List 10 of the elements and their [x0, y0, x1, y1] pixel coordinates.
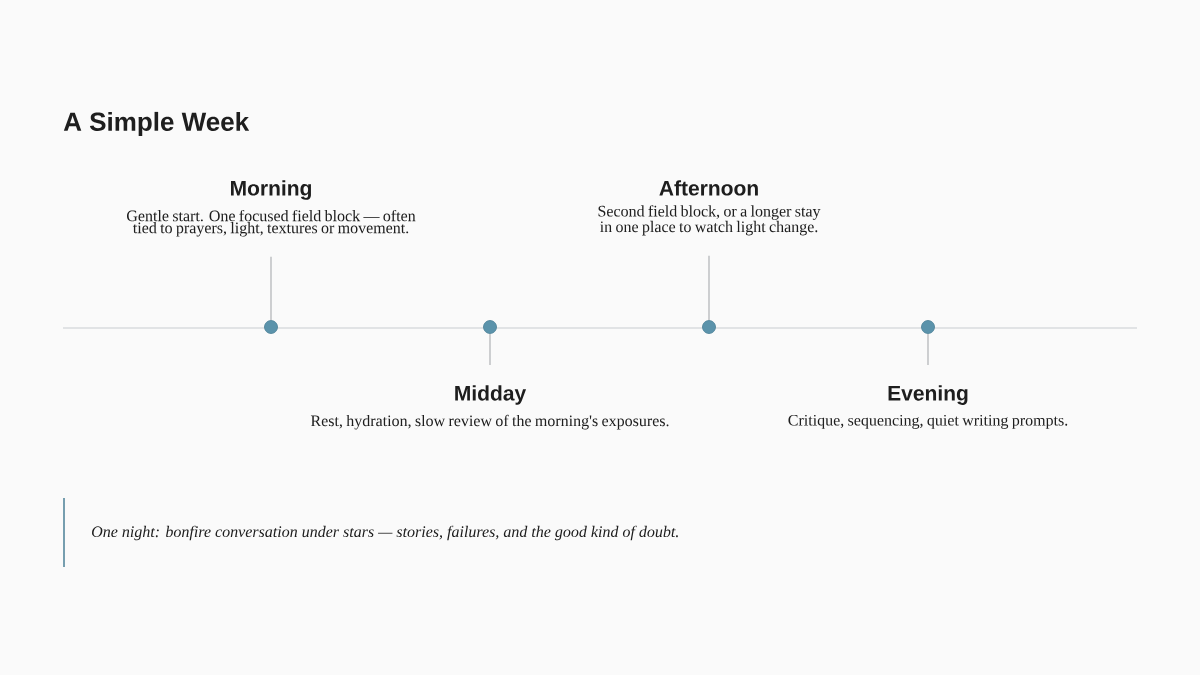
connector-line — [927, 333, 929, 366]
connector-line — [270, 256, 272, 321]
event-text: Evening Critique, sequencing, quiet writing prompts. — [788, 385, 1068, 429]
connector-line — [708, 255, 710, 321]
event-text: Morning Gentle start. One focused field block — often tied to prayers, light, textures or movement. — [127, 180, 416, 237]
connector-line — [489, 333, 491, 366]
event-text: Midday Rest, hydration, slow review of the morning's exposures. — [310, 385, 669, 430]
title: A Simple Week — [63, 111, 250, 137]
event-text: Afternoon Second field block, or a longer stay in one place to watch light change. — [598, 180, 821, 236]
quote-text: One night: bonfire conversation under stars — stories, failures, and the good kind of doubt. — [92, 525, 678, 541]
